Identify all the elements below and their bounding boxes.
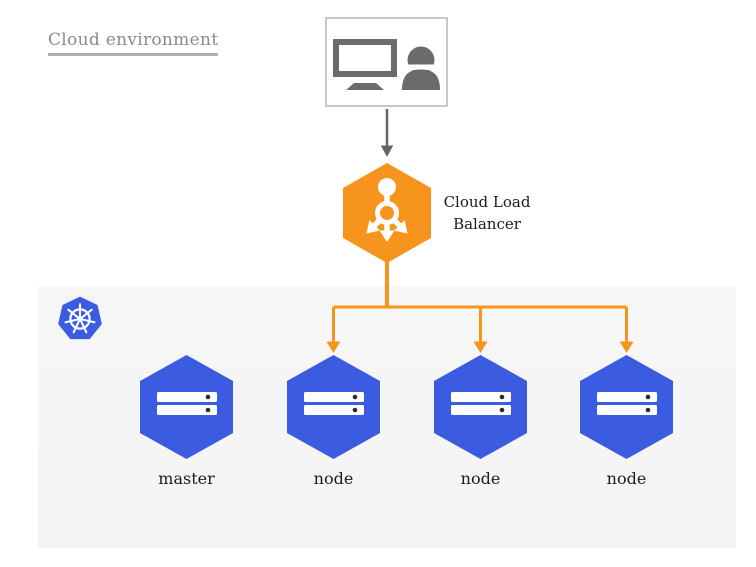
load-balancer-hexagon <box>343 163 431 263</box>
server-stack-icon <box>450 391 511 415</box>
load-balancer-label-line2: Balancer <box>453 215 521 233</box>
helm-hub <box>76 315 84 323</box>
monitor-and-user-icon <box>333 39 440 90</box>
arrow-user-to-load-balancer <box>380 109 394 157</box>
monitor-screen <box>333 39 397 77</box>
label-node-3: node <box>606 469 647 488</box>
load-balancer-label-line1: Cloud Load <box>443 193 531 211</box>
user-head-band <box>405 64 437 70</box>
monitor-stand <box>346 83 384 90</box>
user-shoulders <box>402 69 440 90</box>
helm-spokes <box>64 303 96 334</box>
load-balancer-arrows-icon <box>366 178 408 242</box>
hexagon-node-3 <box>580 355 673 459</box>
hexagon-node-2 <box>434 355 527 459</box>
label-master: master <box>158 469 215 488</box>
server-stack-icon <box>303 391 364 415</box>
user-workstation-box <box>325 17 448 107</box>
cloud-environment-title: Cloud environment <box>48 30 219 56</box>
load-balancer-label: Cloud Load Balancer <box>437 191 537 235</box>
kubernetes-helm-wheel-icon <box>58 296 102 340</box>
server-stack-icon <box>596 391 657 415</box>
hexagon-master <box>140 355 233 459</box>
hexagon-node-1 <box>287 355 380 459</box>
label-node-1: node <box>313 469 354 488</box>
server-stack-icon <box>156 391 217 415</box>
label-node-2: node <box>460 469 501 488</box>
